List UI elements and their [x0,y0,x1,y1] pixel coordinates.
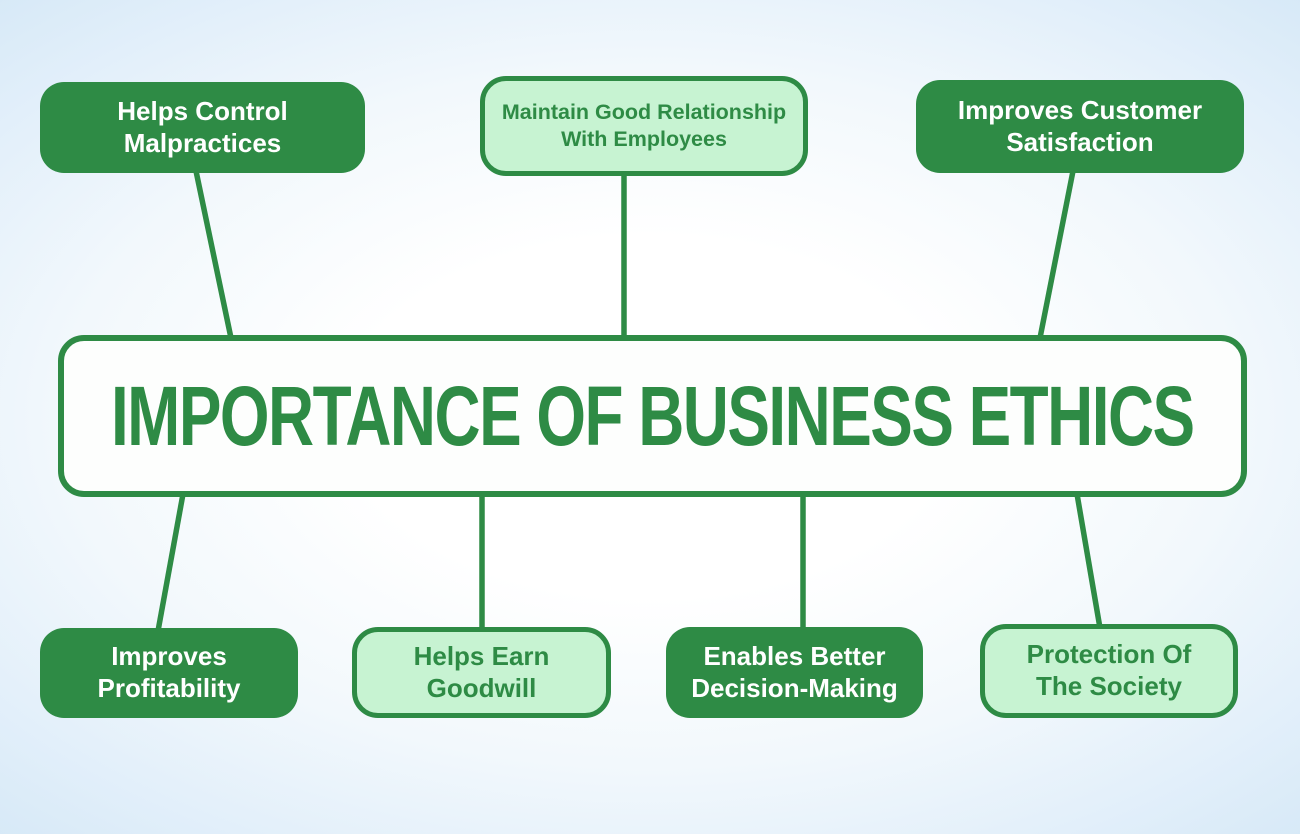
node-improves-profitability: Improves Profitability [40,628,298,718]
connector-top-left [193,170,234,339]
center-title-box: IMPORTANCE OF BUSINESS ETHICS [58,335,1247,497]
node-maintain-good-relationship: Maintain Good Relationship With Employee… [480,76,808,176]
node-label: Improves Customer Satisfaction [957,95,1203,157]
node-protection-of-the-society: Protection Of The Society [980,624,1238,718]
page-title: IMPORTANCE OF BUSINESS ETHICS [111,368,1195,463]
node-label: Helps Control Malpractices [117,96,288,158]
connector-bottom-left [155,493,186,632]
node-label: Enables Better Decision-Making [691,640,898,703]
connector-top-right [1037,170,1076,339]
node-label: Helps Earn Goodwill [413,640,550,703]
node-helps-earn-goodwill: Helps Earn Goodwill [352,627,611,718]
node-helps-control-malpractices: Helps Control Malpractices [40,82,365,173]
node-label: Improves Profitability [97,641,241,703]
node-improves-customer-satisfaction: Improves Customer Satisfaction [916,80,1244,173]
connector-bottom-right [1074,493,1103,629]
node-label: Protection Of The Society [1026,639,1192,701]
node-enables-better-decision-making: Enables Better Decision-Making [666,627,923,718]
node-label: Maintain Good Relationship With Employee… [501,100,787,151]
